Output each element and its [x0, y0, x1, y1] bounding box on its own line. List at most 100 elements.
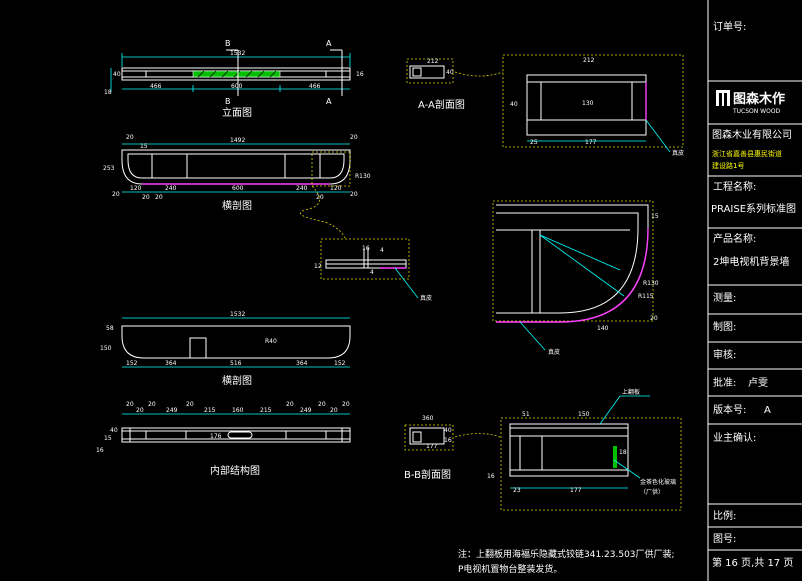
company-address-line2: 建设路1号 — [712, 161, 744, 170]
dim-int-b7: 160 — [232, 407, 244, 414]
dim-int-b4: 249 — [166, 407, 178, 414]
dim-elev-right: 466 — [309, 83, 321, 90]
review-label: 审核: — [713, 348, 736, 361]
dim-xs1-b2: 120 — [130, 185, 142, 192]
dim-int-b1: 20 — [126, 401, 134, 408]
dim-xs1-b8: 20 — [316, 194, 324, 201]
callout-veneer-2: 真皮 — [672, 149, 684, 157]
dim-xs1-b10: 20 — [350, 191, 358, 198]
dim-int-b13: 20 — [342, 401, 350, 408]
marker-a-bottom: A — [326, 97, 332, 106]
view-title-cross-section-2: 横剖图 — [222, 374, 252, 387]
dim-xs1-b4: 20 — [155, 194, 163, 201]
dim-int-b9: 20 — [286, 401, 294, 408]
dim-elev-h3: 16 — [356, 71, 364, 78]
dim-bb-h1: 40 — [444, 427, 452, 434]
version-value: A — [764, 405, 771, 416]
view-title-cross-section-1: 横剖图 — [222, 199, 252, 212]
note-line-2: P电视机置物台整装发货。 — [458, 563, 562, 575]
dim-bb-big-l: 51 — [522, 411, 530, 418]
detail-view: 16 4 12 4 真皮 — [300, 185, 432, 302]
dim-xs1-right: 20 — [350, 134, 358, 141]
dim-xs2-b1: 152 — [126, 360, 138, 367]
dim-det-d: 4 — [370, 269, 374, 276]
callout-veneer-1: 真皮 — [420, 294, 432, 302]
dim-aa-h: 40 — [446, 69, 454, 76]
callout-top-panel: 上翻板 — [622, 388, 640, 396]
dim-bb-h2: 16 — [444, 437, 452, 444]
callout-glass-1: 金茶色化玻璃 — [640, 478, 676, 486]
dim-aa-big-l: 25 — [530, 139, 538, 146]
dim-xs2-h2: 150 — [100, 345, 112, 352]
dim-int-b2: 20 — [136, 407, 144, 414]
dim-int-h2: 40 — [110, 427, 118, 434]
dim-corner-r2: R115 — [638, 293, 654, 300]
dim-det-a: 16 — [362, 245, 370, 252]
marker-b-top: B — [225, 39, 231, 48]
dim-aa-big-mid: 130 — [582, 100, 594, 107]
dim-elev-mid: 600 — [231, 83, 243, 90]
elevation-view: 1532 466 600 466 18 40 16 B A B A 立面图 — [104, 39, 364, 119]
dim-aa-w: 212 — [427, 58, 439, 65]
dim-elev-left: 466 — [150, 83, 162, 90]
cross-section-1-view: 1492 20 20 15 253 R130 20 120 20 20 240 … — [103, 134, 371, 212]
company-name: 图森木业有限公司 — [712, 128, 792, 141]
title-block: 订单号: 图森木作 TUCSON WOOD 图森木业有限公司 浙江省嘉善县惠民街… — [707, 0, 802, 581]
dim-xs2-b5: 152 — [334, 360, 346, 367]
marker-b-bottom: B — [225, 97, 231, 106]
view-title-internal-structure: 内部结构图 — [210, 464, 260, 477]
company-address-line1: 浙江省嘉善县惠民街道 — [712, 149, 782, 158]
project-name-label: 工程名称: — [713, 180, 756, 193]
dim-int-b12: 20 — [330, 407, 338, 414]
dim-aa-big-w: 212 — [583, 57, 595, 64]
drawing-no-label: 图号: — [713, 533, 736, 545]
company-logo: 图森木作 TUCSON WOOD — [716, 90, 785, 115]
dim-bb-big-h1: 18 — [619, 449, 627, 456]
product-name-value: 2坤电视机背景墙 — [713, 255, 789, 268]
cross-section-2-view: 1532 R40 58 150 152 364 516 364 152 横剖图 — [100, 311, 351, 387]
internal-structure-view: 20 20 20 249 20 215 160 215 20 249 20 20… — [96, 401, 351, 477]
section-bb-view: 360 177 40 16 B-B剖面图 51 150 18 16 23 177… — [404, 388, 682, 511]
dim-int-slot: 176 — [210, 433, 222, 440]
dim-int-b11: 20 — [318, 401, 326, 408]
dim-xs1-total: 1492 — [230, 137, 245, 144]
dim-bb-big-r: 150 — [578, 411, 590, 418]
dim-int-b5: 20 — [186, 401, 194, 408]
dim-xs2-b4: 364 — [296, 360, 308, 367]
order-no-label: 订单号: — [713, 21, 746, 33]
scale-label: 比例: — [713, 509, 736, 522]
marker-a-top: A — [326, 39, 332, 48]
drawing-note: 注：上翻板用海福乐隐藏式铰链341.23.503厂供厂装; P电视机置物台整装发… — [458, 548, 675, 575]
dim-xs2-r: R40 — [265, 338, 277, 345]
dim-xs1-h: 253 — [103, 165, 115, 172]
dim-int-h1: 15 — [104, 435, 112, 442]
owner-confirm-label: 业主确认: — [713, 431, 756, 444]
dim-bb-big-h2: 16 — [487, 473, 495, 480]
approve-value: 卢雯 — [748, 376, 768, 389]
dim-int-b6: 215 — [204, 407, 216, 414]
dim-det-c: 12 — [314, 263, 322, 270]
dim-xs2-h1: 58 — [106, 325, 114, 332]
dim-aa-big-b: 177 — [585, 139, 597, 146]
view-title-section-bb: B-B剖面图 — [404, 468, 451, 481]
dim-xs1-b6: 600 — [232, 185, 244, 192]
page-info: 第 16 页,共 17 页 — [712, 556, 793, 569]
project-name-value: PRAISE系列标准图 — [711, 202, 796, 215]
dim-xs1-b7: 240 — [296, 185, 308, 192]
dim-det-b: 4 — [380, 247, 384, 254]
logo-text-en: TUCSON WOOD — [732, 108, 781, 115]
callout-veneer-3: 真皮 — [548, 348, 560, 356]
dim-xs1-b3: 20 — [142, 194, 150, 201]
dim-aa-big-h: 40 — [510, 101, 518, 108]
section-aa-view: 212 40 A-A剖面图 212 130 40 25 177 真皮 — [406, 54, 684, 157]
dim-corner-r1: R130 — [643, 280, 659, 287]
view-title-section-aa: A-A剖面图 — [418, 98, 465, 111]
dim-int-b10: 249 — [300, 407, 312, 414]
dim-corner-w: 140 — [597, 325, 609, 332]
dim-xs1-b5: 240 — [165, 185, 177, 192]
approve-label: 批准: — [713, 376, 736, 389]
dim-bb-big-b1: 23 — [513, 487, 521, 494]
dim-elev-h2: 40 — [113, 71, 121, 78]
dim-xs2-b3: 516 — [230, 360, 242, 367]
